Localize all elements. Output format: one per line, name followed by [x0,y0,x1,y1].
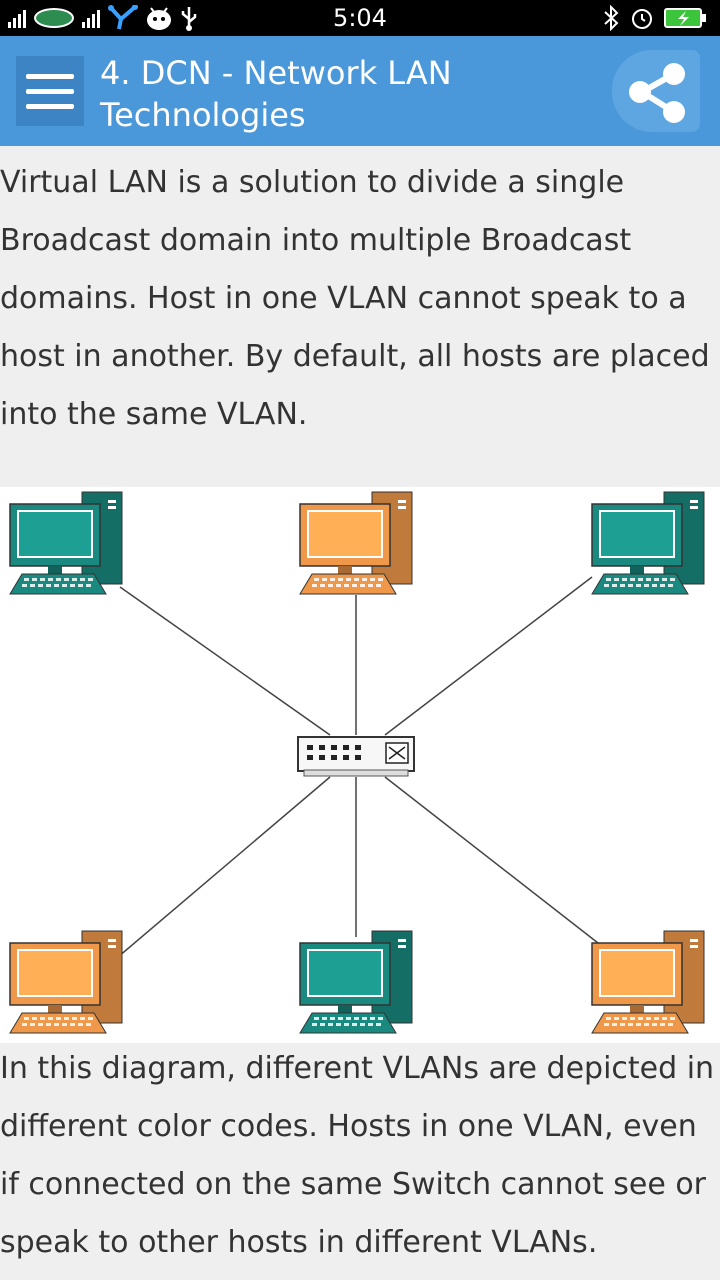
host-bottom-right-computer-icon [591,930,705,1034]
status-right-icons [602,4,708,32]
host-top-left-computer-icon [9,491,123,595]
hamburger-menu-icon[interactable] [16,56,84,126]
page-title: 4. DCN - Network LAN Technologies [100,54,452,134]
share-button[interactable] [612,50,700,132]
bluetooth-icon [604,5,619,31]
host-top-center-computer-icon [299,491,413,595]
vlan-diagram-graphic [9,491,705,1034]
explanation-paragraph: In this diagram, different VLANs are dep… [0,1051,715,1260]
share-icon [629,63,685,123]
host-top-right-computer-icon [591,491,705,595]
app-bar: 4. DCN - Network LAN Technologies [0,36,720,146]
switch-icon [297,736,415,777]
signal-icon [8,8,26,28]
signal-icon [82,8,100,28]
alarm-icon [632,9,652,29]
battery-charging-icon [664,8,706,28]
carrier-logo-icon [34,8,74,28]
intro-paragraph: Virtual LAN is a solution to divide a si… [0,165,710,432]
host-bottom-center-computer-icon [299,930,413,1034]
vlan-diagram [0,487,720,1043]
usb-icon [181,7,197,31]
status-left-icons [8,4,198,32]
app-notification-icon [108,5,138,30]
status-time: 5:04 [333,4,387,32]
host-bottom-left-computer-icon [9,930,123,1034]
status-bar: 5:04 [0,0,720,36]
android-icon [147,7,171,30]
